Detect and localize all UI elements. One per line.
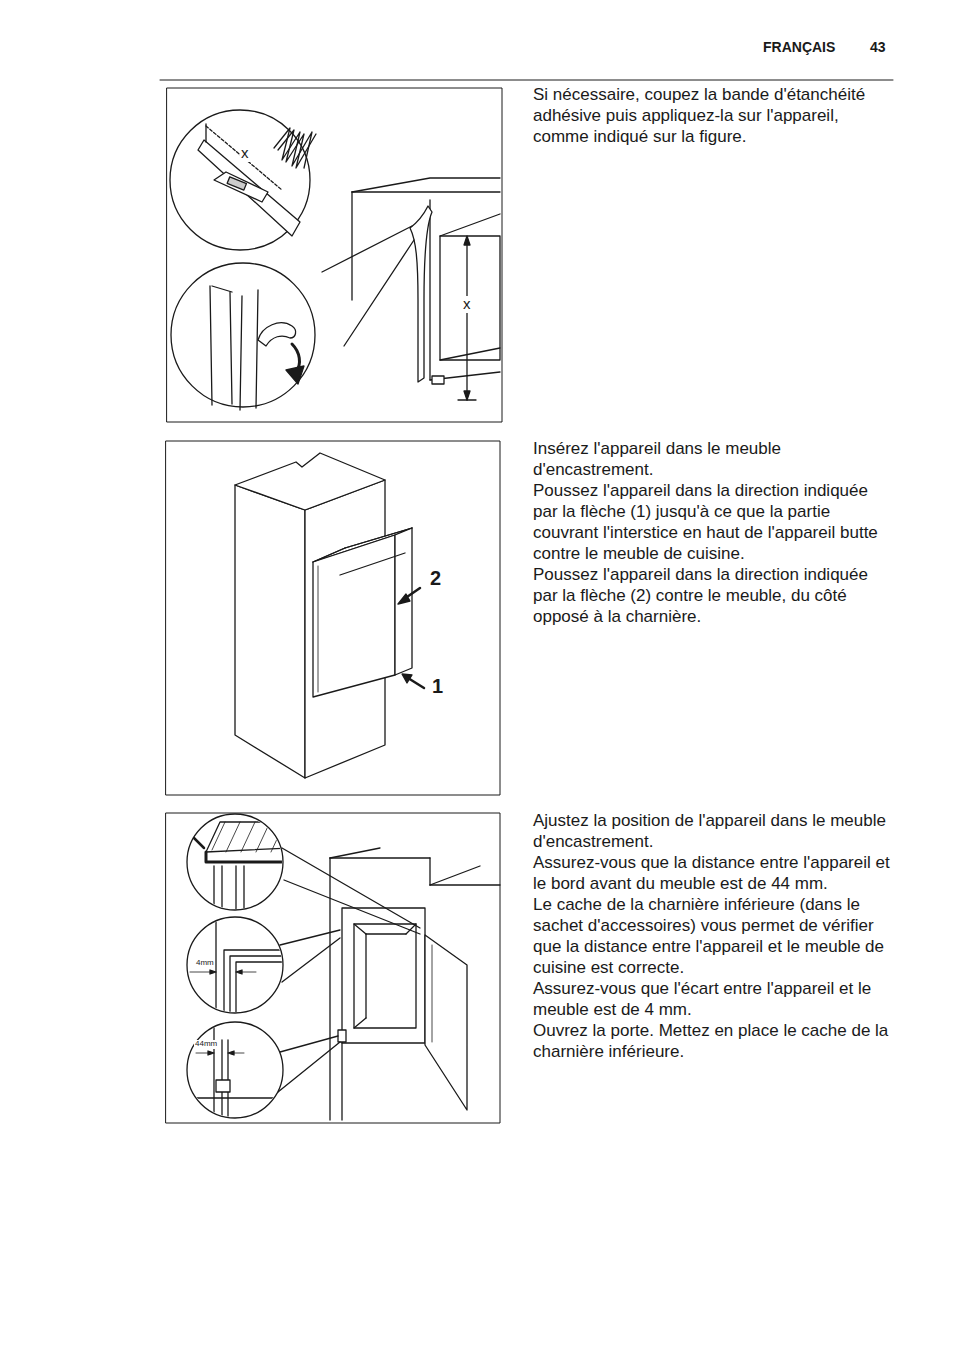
instruction-text: Ajustez la position de l'appareil dans l… <box>533 810 891 852</box>
callout-number: 1 <box>431 675 444 697</box>
callout-number: 2 <box>429 567 442 589</box>
instruction-text: Assurez-vous que l'écart entre l'apparei… <box>533 978 891 1020</box>
text-column: Insérez l'appareil dans le meuble d'enca… <box>533 438 891 627</box>
instruction-text: Assurez-vous que la distance entre l'app… <box>533 852 891 894</box>
instruction-text: Le cache de la charnière inférieure (dan… <box>533 894 891 978</box>
dimension-label: 44mm <box>194 1040 218 1049</box>
instruction-text: Poussez l'appareil dans la direction ind… <box>533 564 891 627</box>
dimension-label: x <box>240 145 250 162</box>
dimension-label: x <box>462 296 472 313</box>
instruction-text: Ouvrez la porte. Mettez en place le cach… <box>533 1020 891 1062</box>
text-column: Ajustez la position de l'appareil dans l… <box>533 810 891 1062</box>
page-language: FRANÇAIS <box>762 40 836 55</box>
text-column: Si nécessaire, coupez la bande d'étanché… <box>533 84 891 147</box>
instruction-text: Insérez l'appareil dans le meuble d'enca… <box>533 438 891 480</box>
instruction-text: Poussez l'appareil dans la direction ind… <box>533 480 891 564</box>
instruction-text: Si nécessaire, coupez la bande d'étanché… <box>533 84 891 147</box>
dimension-label: 4mm <box>195 959 215 968</box>
page-number: 43 <box>869 40 887 55</box>
